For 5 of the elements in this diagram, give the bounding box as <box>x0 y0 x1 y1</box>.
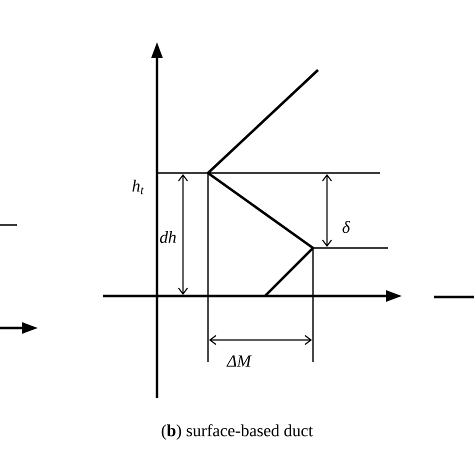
dimension-label: ΔM <box>226 354 252 368</box>
dimension-label: h$_{t}$ <box>130 178 146 196</box>
caption: (b) surface-based duct <box>162 424 313 440</box>
dimension-label: δ <box>341 220 351 234</box>
dimension-label: dh <box>158 230 178 244</box>
